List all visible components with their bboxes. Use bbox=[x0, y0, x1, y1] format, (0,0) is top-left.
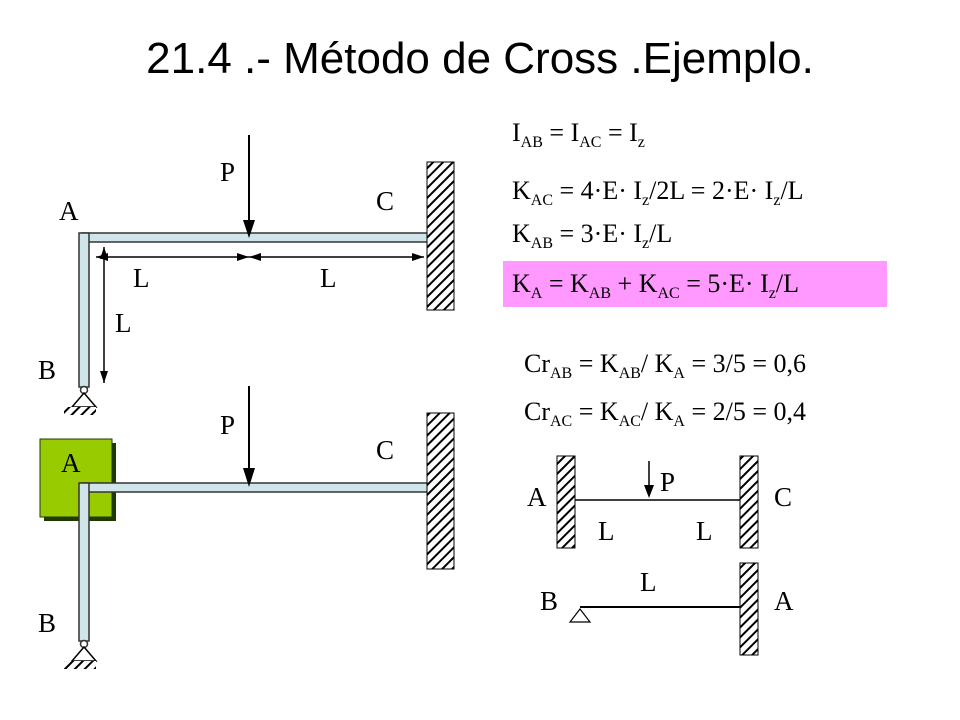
equation-cr-ab: CrAB = KAB/ KA = 3/5 = 0,6 bbox=[524, 349, 806, 382]
label-node-b: B bbox=[38, 355, 56, 385]
label-load-p-bottom: P bbox=[220, 410, 235, 440]
pin-support-b-sub bbox=[568, 608, 592, 623]
slide-title: 21.4 .- Método de Cross .Ejemplo. bbox=[146, 34, 814, 83]
equation-k-ac: KAC = 4·E· Iz/2L = 2·E· Iz/L bbox=[512, 176, 804, 209]
dimension-vertical bbox=[100, 247, 108, 383]
label-node-c-bottom: C bbox=[376, 435, 394, 465]
label-node-c: C bbox=[376, 186, 394, 216]
label-sub-a-right: A bbox=[774, 586, 794, 616]
frame-diagram-top: A B C P L L L bbox=[38, 135, 455, 415]
load-p-arrow-bottom bbox=[243, 386, 255, 487]
label-node-a: A bbox=[59, 196, 79, 226]
load-p-arrow-sub bbox=[644, 461, 654, 498]
wall-a-left bbox=[556, 455, 576, 549]
label-length-vertical: L bbox=[115, 308, 132, 338]
highlight-k-a bbox=[503, 261, 887, 307]
pin-support-b-bottom bbox=[64, 639, 98, 669]
label-sub-l: L bbox=[640, 567, 657, 597]
label-length-left: L bbox=[133, 263, 150, 293]
label-load-p: P bbox=[220, 157, 235, 187]
load-p-arrow bbox=[243, 135, 255, 238]
subdiagram-ac: A C P L L bbox=[527, 455, 792, 549]
wall-c-bottom bbox=[426, 412, 455, 570]
beam-ac bbox=[81, 232, 429, 243]
label-sub-l-right: L bbox=[696, 516, 713, 546]
column-ab bbox=[78, 232, 90, 388]
label-sub-c: C bbox=[774, 482, 792, 512]
equation-k-ab: KAB = 3·E· Iz/L bbox=[512, 219, 672, 252]
equation-inertia: IAB = IAC = Iz bbox=[512, 118, 645, 151]
label-sub-b: B bbox=[540, 586, 558, 616]
wall-c-right bbox=[739, 455, 759, 549]
wall-c bbox=[426, 161, 455, 311]
beam-ac-locked bbox=[81, 482, 429, 493]
column-ab-locked bbox=[78, 482, 90, 642]
label-sub-a: A bbox=[527, 482, 547, 512]
frame-diagram-bottom: A B C P bbox=[38, 386, 455, 669]
dimension-horizontal bbox=[96, 253, 424, 261]
subdiagram-ba: B A L bbox=[540, 562, 794, 656]
equation-k-a: KA = KAB + KAC = 5·E· Iz/L bbox=[512, 269, 799, 302]
label-node-b-bottom: B bbox=[38, 608, 56, 638]
label-length-right: L bbox=[320, 263, 337, 293]
equation-cr-ac: CrAC = KAC/ KA = 2/5 = 0,4 bbox=[524, 397, 806, 430]
pin-support-b bbox=[64, 385, 98, 415]
label-sub-l-left: L bbox=[598, 516, 615, 546]
label-sub-p: P bbox=[660, 467, 675, 497]
label-node-a-bottom: A bbox=[61, 448, 81, 478]
wall-a-sub bbox=[739, 562, 759, 656]
